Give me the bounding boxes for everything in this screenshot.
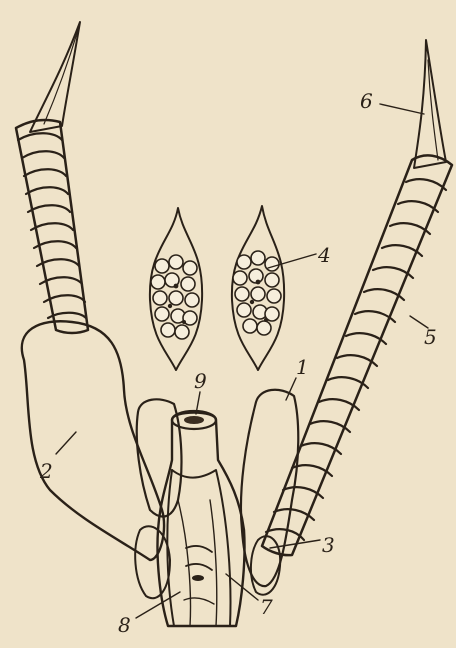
callout-3: 3 [322, 533, 335, 557]
callout-5: 5 [424, 325, 437, 349]
callout-7: 7 [260, 595, 273, 619]
callout-4: 4 [317, 243, 331, 267]
callout-9: 9 [194, 369, 207, 393]
callout-2: 2 [39, 459, 53, 483]
callout-1: 1 [296, 355, 309, 379]
callout-6: 6 [360, 89, 373, 113]
callout-8: 8 [118, 613, 131, 637]
